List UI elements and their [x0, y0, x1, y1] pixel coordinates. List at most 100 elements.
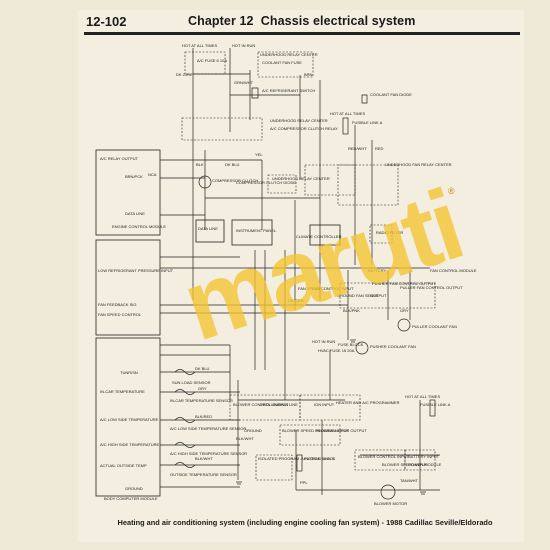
lbl-data-line-a: DATA LINE — [260, 402, 280, 407]
lbl-power-module: POWER MODULE — [408, 462, 442, 467]
lbl-fan-speed: FAN SPEED — [298, 286, 321, 291]
header-rule — [84, 32, 520, 35]
lbl-ac-fuse: A/C FUSE 6 10A — [197, 58, 227, 63]
lbl-blower-motor: BLOWER MOTOR — [374, 501, 407, 506]
lbl-fusible-link-a: FUSIBLE LINK A — [352, 120, 383, 125]
lbl-fuse-block: FUSE BLOCK — [338, 342, 364, 347]
lbl-actual-outside: ACTUAL OUTSIDE TEMP — [100, 463, 147, 468]
lbl-data-line: DATA LINE — [125, 211, 145, 216]
lbl-hot-at-all-times-2: HOT AT ALL TIMES — [330, 111, 365, 116]
lbl-in-car-temp: IN-CAR TEMPERATURE — [100, 389, 145, 394]
lbl-sensor-dk-blu: DK BLU — [195, 366, 210, 371]
lbl-gry: GRY — [400, 308, 409, 313]
lbl-sensor-ground: GROUND — [125, 486, 143, 491]
lbl-hvac-fuse: HVAC FUSE 15 20A — [318, 348, 355, 353]
lbl-instrument-panel: INSTRUMENT PANEL — [236, 228, 277, 233]
lbl-refrigerant-switch: A/C REFRIGERANT SWITCH — [262, 88, 315, 93]
page-number: 12-102 — [86, 14, 127, 29]
ground-symbols — [236, 339, 426, 495]
lbl-ground-mid: GROUND — [337, 293, 355, 298]
ecm-boxes — [95, 149, 341, 497]
lbl-battery: BATTERY — [368, 268, 386, 273]
component-boxes — [181, 51, 436, 481]
lbl-fan-sense: FAN SENSE — [356, 293, 379, 298]
lbl-compressor-clutch: COMPRESSOR CLUTCH — [212, 178, 258, 183]
lbl-brn-pck: BRN/PCK — [125, 174, 143, 179]
lbl-puller-coolant-fan: PULLER COOLANT FAN — [412, 324, 457, 329]
lbl-pusher-coolant-fan: PUSHER COOLANT FAN — [370, 344, 416, 349]
lbl-fan-control-input: FAN CONTROL INPUT — [312, 286, 354, 291]
lbl-output: OUTPUT — [370, 293, 387, 298]
page-sheet — [78, 10, 524, 542]
lbl-blower-speed-in: BLOWER SPEED INPUT — [382, 462, 428, 467]
lbl-climate-controller: CLIMATE CONTROLLER — [296, 234, 342, 239]
lbl-battery-input: BATTERY INPUT — [408, 454, 440, 459]
lbl-data-line-b: DATA LINE — [278, 402, 298, 407]
lbl-compressor-clutch-diode: COMPRESSOR CLUTCH DIODE — [236, 180, 296, 185]
lbl-sensor-gry: GRY — [198, 386, 207, 391]
chapter-title: Chapter 12 Chassis electrical system — [188, 14, 415, 28]
lbl-brn: BRN — [304, 72, 313, 77]
lbl-puller-fan-output: PULLER FAN CONTROL OUTPUT — [400, 285, 463, 290]
lbl-red-wht: RED/WHT — [348, 146, 367, 151]
lbl-lower-ground: GROUND — [244, 428, 262, 433]
lbl-hot-all-times-3: HOT AT ALL TIMES — [405, 394, 440, 399]
lbl-ac-high-side: A/C HIGH SIDE TEMPERATURE — [100, 442, 160, 447]
lbl-ac-relay-output: A/C RELAY OUTPUT — [100, 156, 139, 161]
lbl-heater-ac-programmer: HEATER AND A/C PROGRAMMER — [336, 400, 400, 405]
lbl-ecm: ENGINE CONTROL MODULE — [112, 224, 166, 229]
lbl-radio-filter: RADIO FILTER — [376, 230, 403, 235]
lbl-grn-wht: GRN/WHT — [234, 80, 254, 85]
lbl-red: RED — [375, 146, 384, 151]
lbl-lower-tan-wht: TAN/WHT — [400, 478, 418, 483]
lbl-blower-speed-program: BLOWER SPEED PROGRAM INPUT — [282, 428, 349, 433]
lbl-ac-high-side-sensor: A/C HIGH SIDE TEMPERATURE SENSOR — [170, 451, 247, 456]
lbl-lower-ppl: PPL — [300, 480, 308, 485]
lbl-outside-sensor: OUTSIDE TEMPERATURE SENSOR — [170, 472, 237, 477]
lbl-pusher-fan-output: PUSHER FAN CONTROL OUTPUT — [372, 281, 436, 286]
lbl-coolant-fan-diode: COOLANT FAN DIODE — [370, 92, 412, 97]
lbl-ac-low-side-sensor: A/C LOW SIDE TEMPERATURE SENSOR — [170, 426, 246, 431]
lbl-blk: BLK — [196, 162, 204, 167]
lbl-body-computer: BODY COMPUTER MODULE — [104, 496, 158, 501]
lbl-hot-all-times: HOT AT ALL TIMES — [182, 43, 217, 48]
lbl-fan-control-module: FAN CONTROL MODULE — [430, 268, 477, 273]
lbl-coolant-fan-fuse: COOLANT FAN FUSE — [262, 60, 302, 65]
lbl-sensor-blk-red: BLK/RED — [195, 414, 212, 419]
lbl-ac-low-side: A/C LOW SIDE TEMPERATURE — [100, 417, 159, 422]
lbl-hot-in-run-2: HOT IN RUN — [312, 339, 335, 344]
lbl-hot-in-run: HOT IN RUN — [232, 43, 255, 48]
lbl-fan-feedback: FAN FEEDBACK SIG — [98, 302, 136, 307]
lbl-blower-motor-output: BLOWER MOTOR OUTPUT — [316, 428, 367, 433]
lbl-lower-blk-wht: BLK/WHT — [236, 436, 254, 441]
lbl-blk-pnk: BLK/PNK — [343, 308, 360, 313]
wire-lines — [160, 48, 440, 495]
lbl-data-line-2: DATA LINE — [198, 226, 218, 231]
lbl-dk-grn: DK GRN — [176, 72, 192, 77]
component-symbols — [174, 87, 436, 500]
watermark-registered: ® — [448, 186, 455, 196]
lbl-sensor-blk-wht: BLK/WHT — [195, 456, 213, 461]
lbl-blower-control-out: BLOWER CONTROL OUTPUT — [233, 402, 289, 407]
lbl-fan-speed-control: FAN SPEED CONTROL — [98, 312, 142, 317]
lbl-fusible-link-c: FUSIBLE LINK C — [304, 456, 335, 461]
lbl-low-refrig: LOW REFRIGERANT PRESSURE INPUT — [98, 268, 174, 273]
lbl-compressor-clutch-relay: A/C COMPRESSOR CLUTCH RELAY — [270, 126, 338, 131]
chapter-label: Chapter 12 — [188, 14, 254, 28]
lbl-isolated-junction: ISOLATED PROGRAM JUNCTION BLOCK — [258, 456, 336, 461]
lbl-underhood-relay: UNDERHOOD RELAY CENTER — [260, 52, 318, 57]
lbl-fusible-link-a-2: FUSIBLE LINK A — [420, 402, 451, 407]
lbl-underhood-fan-relay: UNDERHOOD FAN RELAY CENTER — [385, 162, 452, 167]
lbl-nca: NCA — [148, 172, 157, 177]
chapter-name: Chassis electrical system — [260, 14, 416, 28]
lbl-dk-grn-2: DK GRN — [288, 298, 304, 303]
lbl-dk-blu: DK BLU — [225, 162, 240, 167]
lbl-underhood-relay-3: UNDERHOOD RELAY CENTER — [272, 176, 330, 181]
lbl-sun-load-sensor: SUN LOAD SENSOR — [172, 380, 211, 385]
lbl-blower-control-in: BLOWER CONTROL INPUT — [358, 454, 410, 459]
lbl-in-car-sensor: IN-CAR TEMPERATURE SENSOR — [170, 398, 233, 403]
lbl-ign-input: IGN INPUT — [314, 402, 335, 407]
lbl-yel: YEL — [255, 152, 263, 157]
lbl-tunr-sn: TUNR/SN — [120, 370, 138, 375]
